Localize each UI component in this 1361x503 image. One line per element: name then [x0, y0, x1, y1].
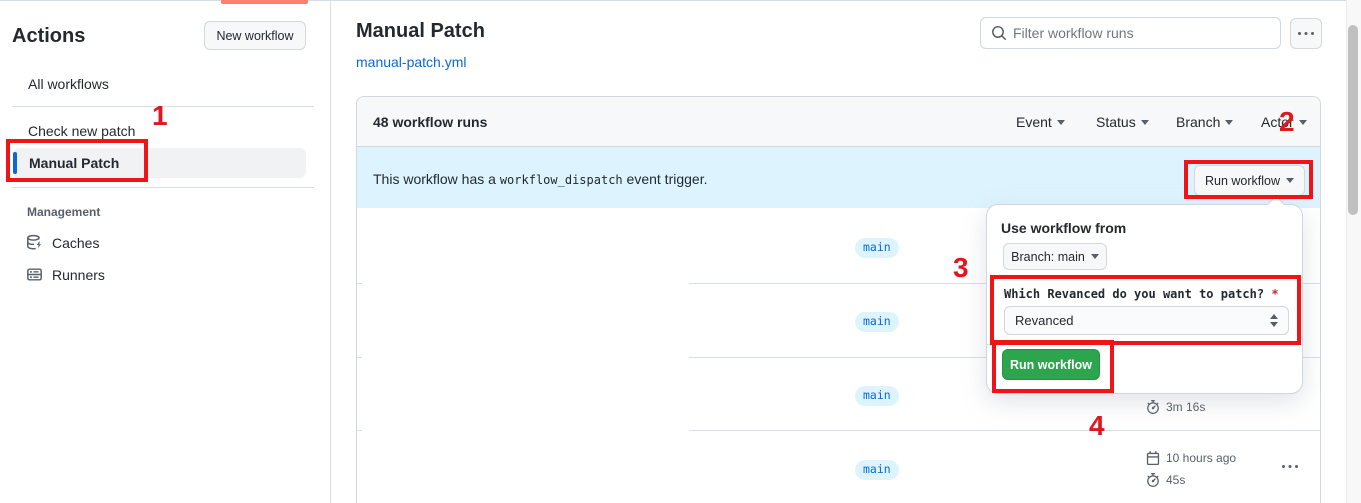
filter-label: Actor [1261, 114, 1294, 130]
run-time: 10 hours ago [1146, 451, 1236, 465]
sidebar-item-check-new-patch[interactable]: Check new patch [28, 123, 136, 139]
branch-badge[interactable]: main [855, 312, 899, 332]
filter-label: Status [1096, 114, 1136, 130]
row-divider [689, 430, 1320, 431]
row-divider [357, 357, 362, 358]
stopwatch-icon [1146, 473, 1160, 487]
duration-label: 45s [1166, 473, 1186, 487]
runs-count: 48 workflow runs [373, 114, 488, 130]
filter-workflow-runs-input[interactable] [980, 17, 1281, 49]
page-scrollbar-thumb[interactable] [1348, 25, 1358, 215]
run-duration: 45s [1146, 473, 1185, 487]
kebab-horizontal-icon [1298, 26, 1314, 42]
up-down-arrows-icon [1270, 314, 1278, 327]
sidebar-item-all-workflows[interactable]: All workflows [28, 76, 109, 92]
sidebar-border [330, 0, 331, 503]
workflow-file-link[interactable]: manual-patch.yml [356, 54, 467, 70]
sidebar-item-caches[interactable]: Caches [26, 234, 99, 251]
sidebar-divider [12, 187, 314, 188]
workflow-more-options-button[interactable] [1290, 18, 1322, 49]
banner-code: workflow_dispatch [499, 173, 623, 187]
banner-text-prefix: This workflow has a [373, 171, 496, 187]
workflow-input-label: Which Revanced do you want to patch? * [1004, 287, 1279, 301]
annotation-number-1: 1 [152, 100, 168, 131]
new-workflow-button[interactable]: New workflow [204, 21, 306, 50]
run-workflow-dropdown-button[interactable]: Run workflow [1194, 165, 1305, 196]
kebab-horizontal-icon [1282, 459, 1298, 475]
chevron-down-icon [1225, 119, 1234, 125]
branch-badge[interactable]: main [855, 238, 899, 258]
sidebar-item-manual-patch[interactable]: Manual Patch [13, 148, 306, 178]
required-asterisk: * [1271, 287, 1279, 301]
page-title: Manual Patch [356, 20, 485, 42]
duration-label: 3m 16s [1166, 400, 1206, 414]
branch-badge[interactable]: main [855, 460, 899, 480]
filter-branch[interactable]: Branch [1176, 114, 1234, 130]
row-actions-button[interactable] [1282, 459, 1298, 475]
annotation-number-4: 4 [1089, 410, 1105, 441]
filter-label: Branch [1176, 114, 1221, 130]
button-label: Branch: main [1011, 249, 1085, 264]
sidebar-divider [12, 106, 314, 107]
annotation-number-2: 2 [1279, 106, 1295, 137]
sidebar-title: Actions [12, 25, 86, 47]
row-divider [357, 430, 362, 431]
chevron-down-icon [1090, 254, 1099, 259]
run-duration: 3m 16s [1146, 400, 1205, 414]
chevron-down-icon [1298, 119, 1307, 125]
workflow-dispatch-banner [357, 147, 1320, 208]
filter-event[interactable]: Event [1016, 114, 1065, 130]
sidebar-item-label: Caches [52, 234, 100, 251]
row-divider [357, 283, 362, 284]
filter-status[interactable]: Status [1096, 114, 1149, 130]
runs-table-header [357, 97, 1320, 147]
annotation-number-3: 3 [953, 252, 969, 283]
branch-badge[interactable]: main [855, 386, 899, 406]
nav-highlight-bar [221, 0, 308, 4]
select-value: Revanced [1015, 313, 1074, 328]
filter-actor[interactable]: Actor [1261, 114, 1307, 130]
filter-label: Event [1016, 114, 1052, 130]
input-label-text: Which Revanced do you want to patch? [1004, 287, 1265, 301]
popover-divider [987, 344, 1302, 345]
sidebar: Actions New workflow All workflows Check… [0, 0, 330, 503]
button-label: Run workflow [1204, 173, 1281, 188]
selected-indicator [13, 152, 17, 174]
top-border [0, 0, 1346, 1]
sidebar-item-runners[interactable]: Runners [26, 266, 105, 283]
branch-selector-button[interactable]: Branch: main [1003, 243, 1107, 270]
sidebar-item-label: Manual Patch [29, 155, 120, 171]
chevron-down-icon [1286, 178, 1295, 183]
chevron-down-icon [1056, 119, 1065, 125]
use-workflow-from-label: Use workflow from [1001, 220, 1127, 236]
time-label: 10 hours ago [1166, 451, 1237, 465]
run-workflow-submit-button[interactable]: Run workflow [1002, 349, 1100, 380]
sidebar-item-label: Runners [52, 266, 105, 283]
stopwatch-icon [1146, 400, 1160, 414]
banner-text-suffix: event trigger. [626, 171, 708, 187]
management-label: Management [27, 205, 101, 219]
chevron-down-icon [1140, 119, 1149, 125]
cache-icon [26, 234, 43, 251]
dispatch-banner-text: This workflow has a workflow_dispatch ev… [373, 171, 707, 187]
search-icon [991, 25, 1007, 41]
workflow-runs-table [356, 96, 1321, 503]
server-icon [26, 266, 43, 283]
calendar-icon [1146, 451, 1160, 465]
revanced-select[interactable]: Revanced [1004, 306, 1289, 335]
